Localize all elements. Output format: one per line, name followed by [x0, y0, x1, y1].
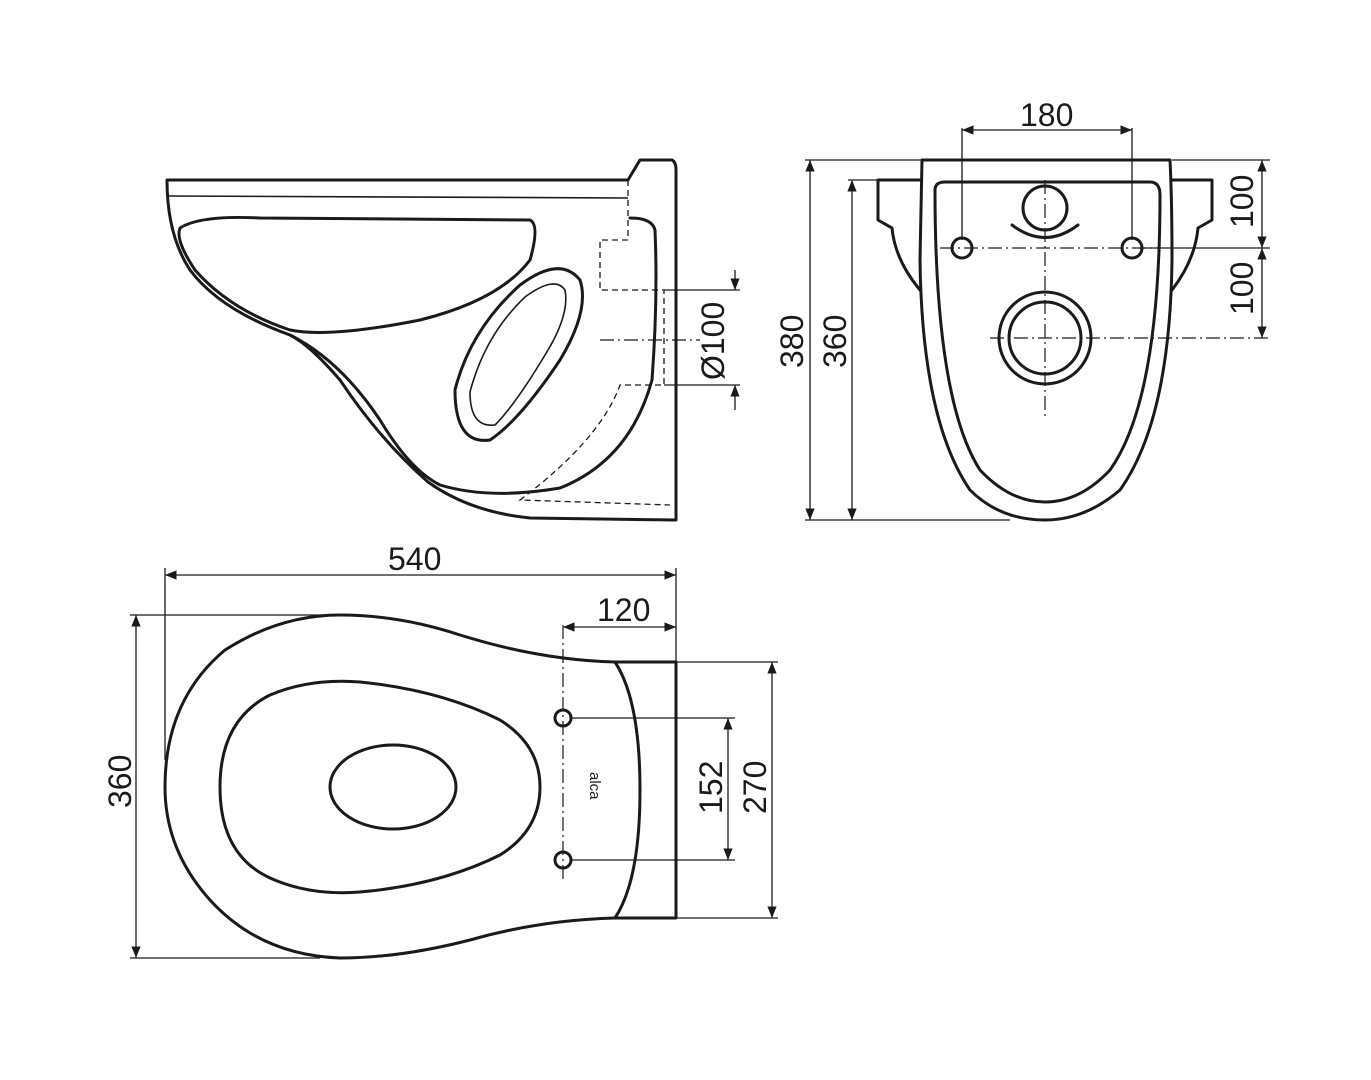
rear-lower-height-label: 100	[1224, 262, 1260, 315]
side-view: Ø100	[165, 158, 740, 522]
rear-total-height-label: 380	[774, 315, 810, 368]
top-hole-spacing-label: 152	[693, 761, 729, 814]
rear-width-label: 180	[1020, 97, 1073, 133]
rear-inner-height-label: 360	[817, 315, 853, 368]
top-width-label: 360	[102, 755, 138, 808]
side-diameter-label: Ø100	[695, 302, 731, 380]
top-back-width-label: 270	[737, 761, 773, 814]
top-offset-label: 120	[597, 592, 650, 628]
top-view: alca 540 120 360 152 270	[102, 541, 778, 960]
top-length-label: 540	[388, 541, 441, 577]
brand-mark: alca	[586, 772, 603, 800]
rear-upper-height-label: 100	[1224, 175, 1260, 228]
rear-view: 180 100 100 380 360	[774, 97, 1270, 522]
